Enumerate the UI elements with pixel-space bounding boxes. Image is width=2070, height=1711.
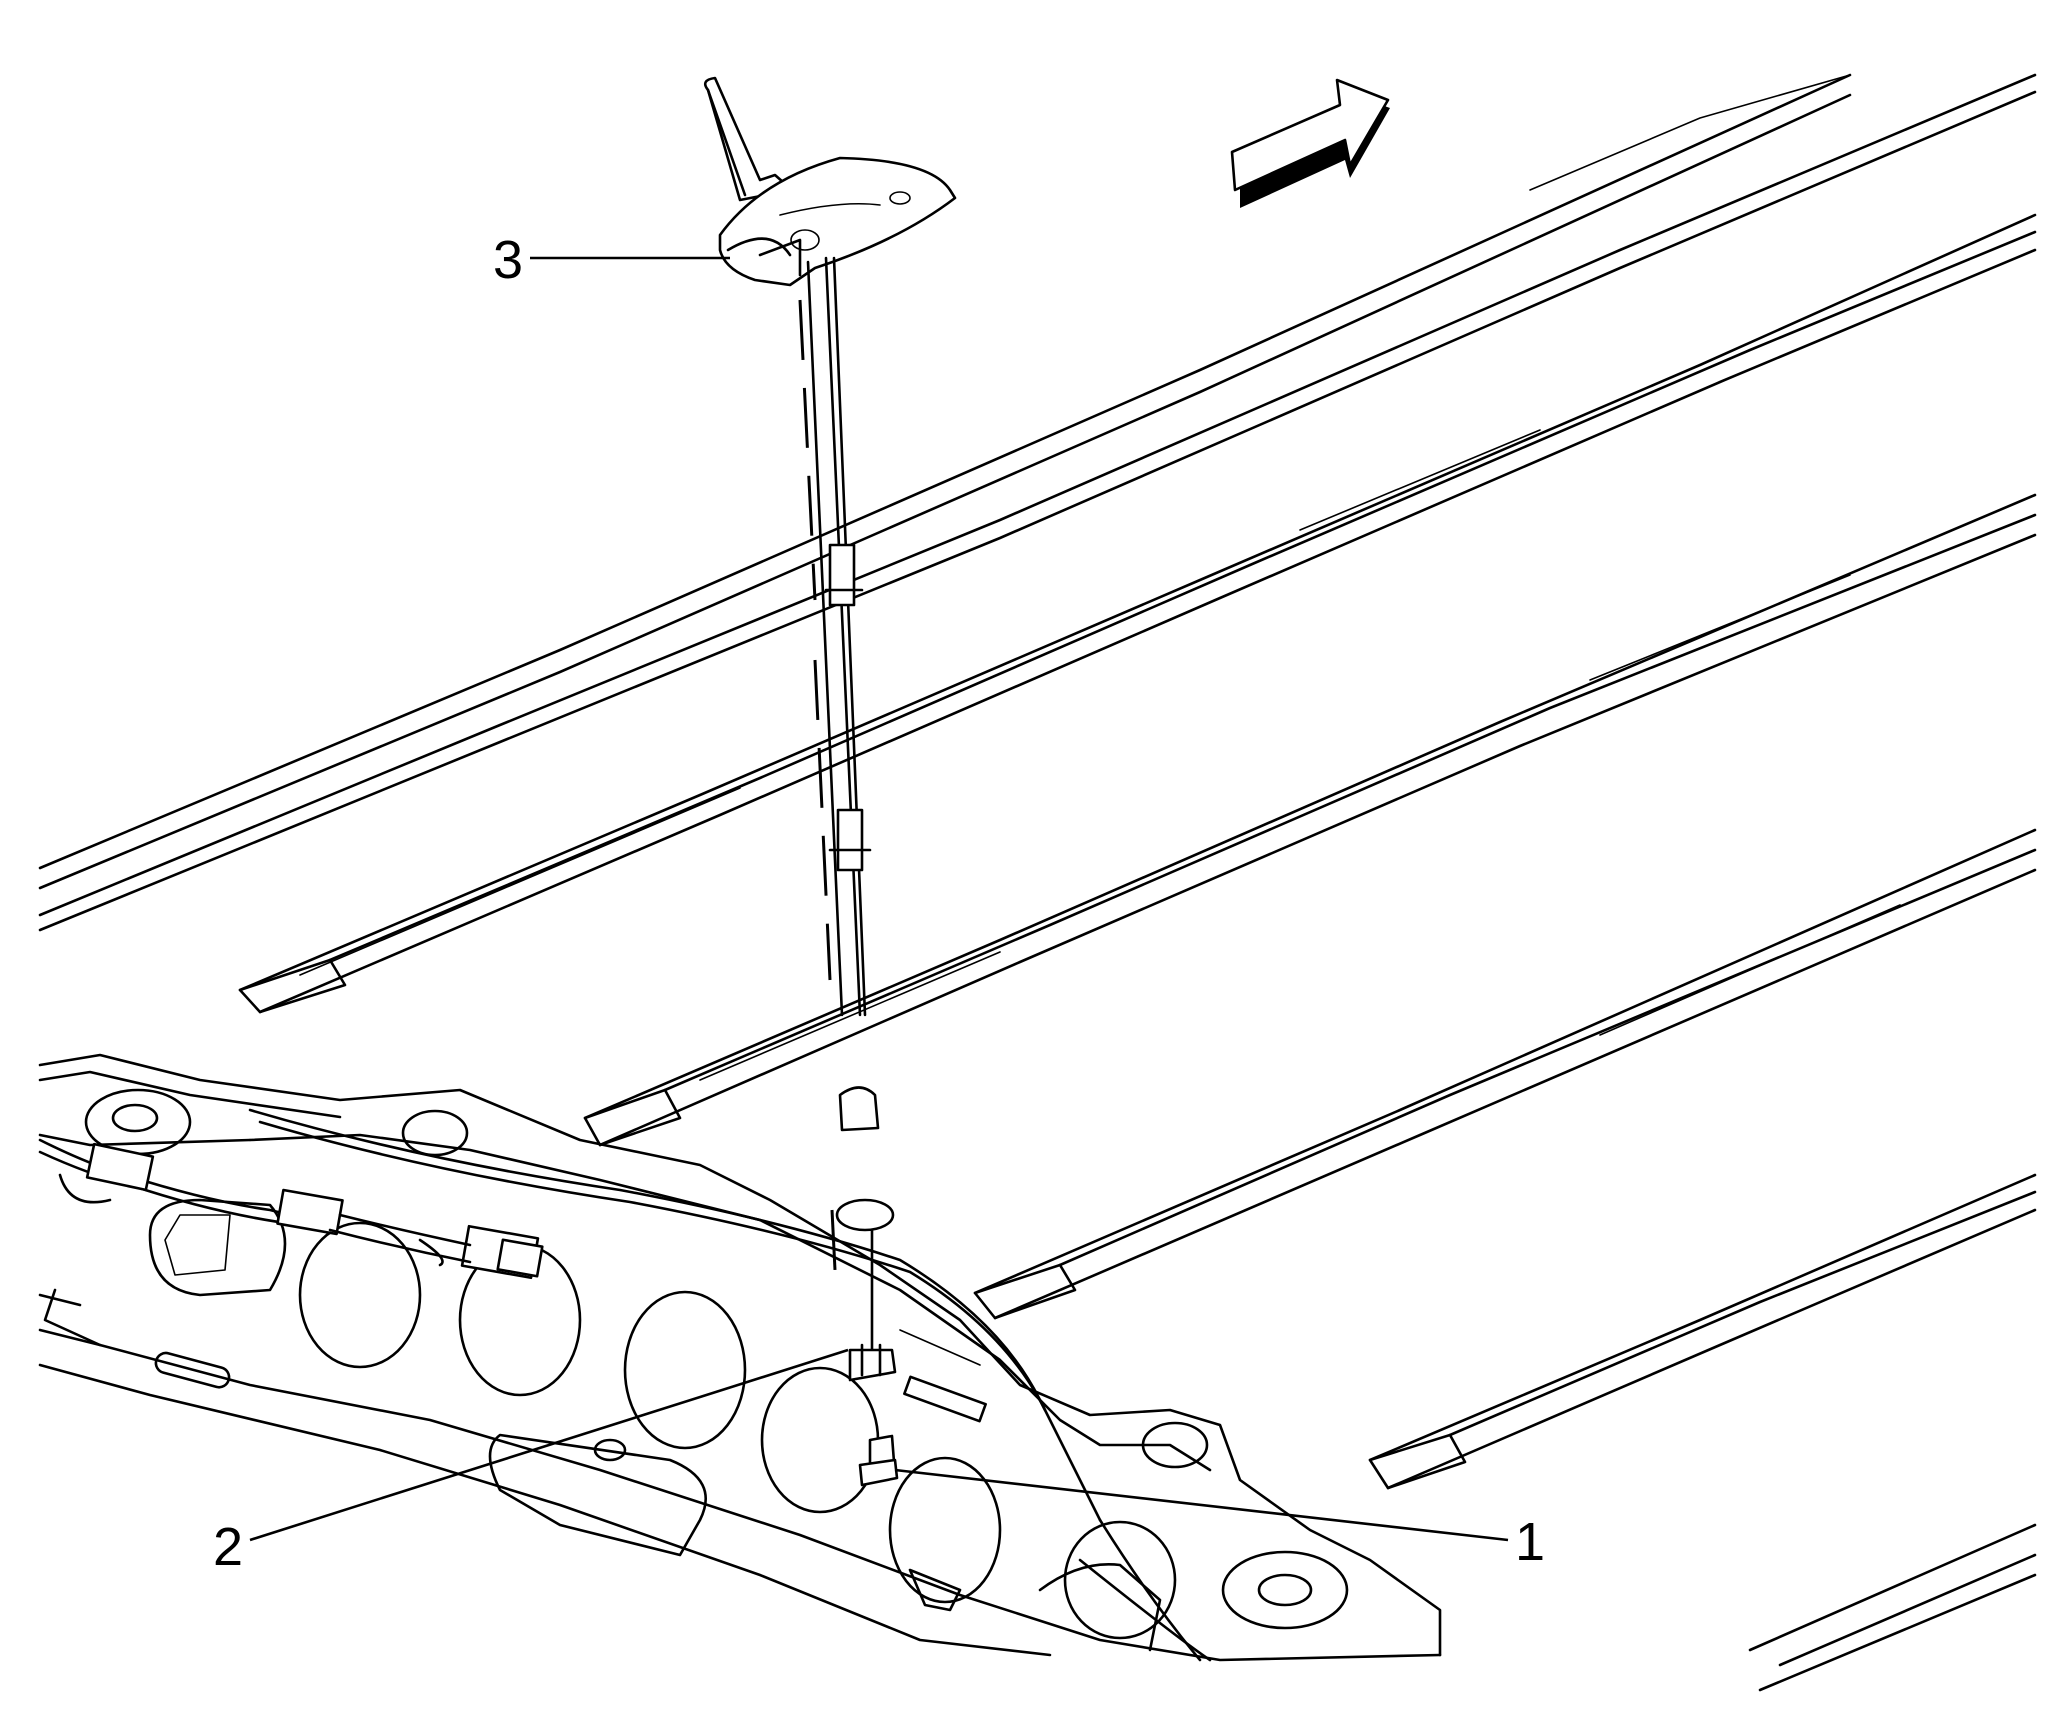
roof-rails bbox=[38, 73, 2037, 1692]
harness-clip-lower bbox=[836, 808, 864, 872]
roof-rail-4 bbox=[973, 828, 2037, 1320]
bolt-fastener bbox=[858, 1434, 899, 1487]
roof-rail-3 bbox=[583, 493, 2037, 1147]
header-openings bbox=[84, 1088, 1349, 1652]
harness-clip-upper bbox=[828, 543, 856, 607]
antenna-assembly bbox=[703, 76, 957, 1352]
roof-rail-5 bbox=[1368, 1173, 2037, 1490]
roof-rail-6 bbox=[1748, 1523, 2037, 1692]
callouts: 3 2 1 bbox=[213, 230, 1545, 1577]
roof-rail-2 bbox=[238, 213, 2037, 1014]
wiring-harness bbox=[38, 1108, 1212, 1662]
callout-3: 3 bbox=[493, 230, 523, 290]
roof-rail-front bbox=[38, 73, 2037, 932]
callout-2: 2 bbox=[213, 1517, 243, 1577]
leader-2 bbox=[249, 1348, 849, 1542]
grommet bbox=[838, 1086, 880, 1132]
leader-1 bbox=[894, 1468, 1509, 1542]
callout-1: 1 bbox=[1515, 1512, 1545, 1572]
roof-header-panel bbox=[38, 1053, 1442, 1662]
roof-hole bbox=[835, 1198, 895, 1232]
direction-arrow-icon bbox=[1230, 78, 1390, 208]
assembly-guide-lines bbox=[798, 299, 838, 1291]
nut-fastener bbox=[848, 1343, 897, 1382]
